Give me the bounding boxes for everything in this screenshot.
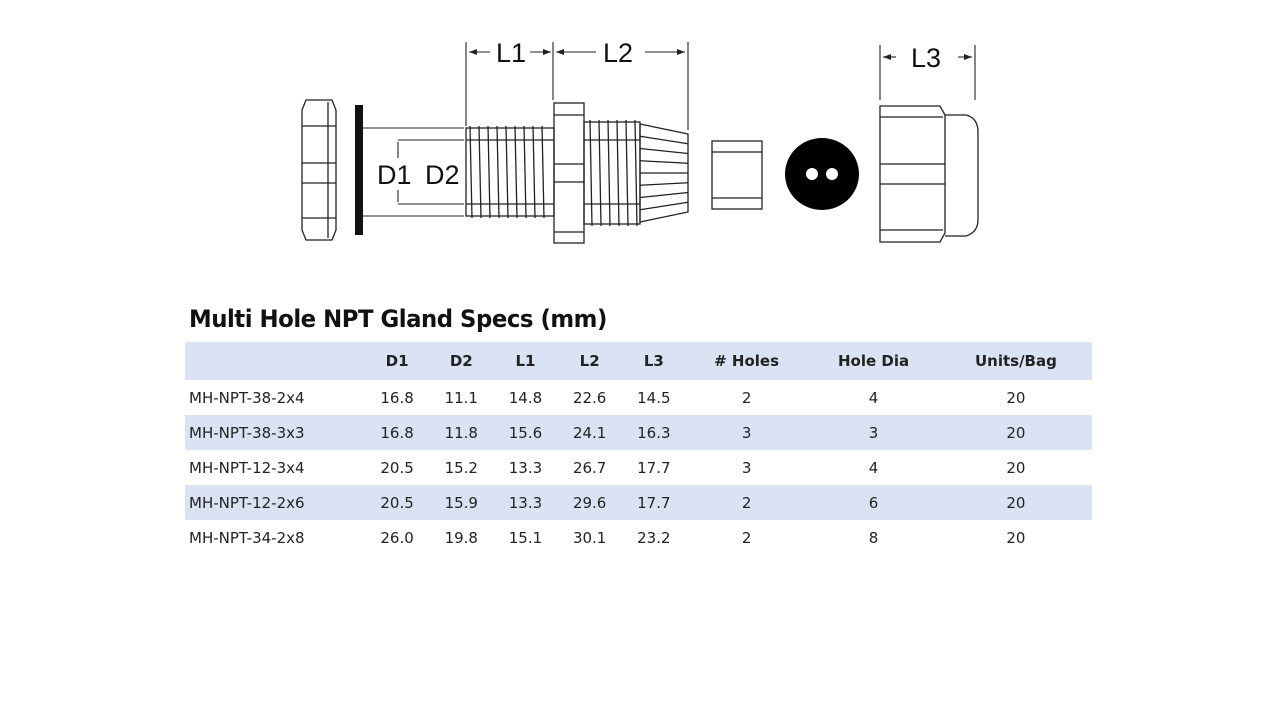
cap-nut <box>879 105 979 243</box>
thread-line <box>478 125 482 219</box>
cone-seal-line <box>639 191 689 199</box>
table-cell: 19.8 <box>444 528 478 547</box>
column-header: Units/Bag <box>939 342 1092 380</box>
table-cell: 20 <box>1006 388 1026 407</box>
table-cell: 16.8 <box>365 415 430 450</box>
table-cell: 11.1 <box>444 388 478 407</box>
thread-line <box>634 119 638 227</box>
thread-line <box>505 125 509 219</box>
table-cell: 20 <box>1006 458 1026 477</box>
table-cell: 29.6 <box>557 485 622 520</box>
column-header <box>185 342 365 380</box>
thread-line <box>598 119 602 227</box>
table-cell: 26.7 <box>572 458 607 477</box>
table-cell: 15.9 <box>429 485 494 520</box>
column-header: L1 <box>493 342 558 380</box>
table-row: MH-NPT-34-2x8 26.0 19.8 15.1 30.1 23.2 2 8 20 <box>185 520 1092 555</box>
thread-line <box>523 125 527 219</box>
table-row: MH-NPT-38-2x4 16.8 11.1 14.8 22.6 14.5 2 4 20 <box>185 380 1092 415</box>
thread-line <box>469 125 473 219</box>
table-cell: 24.1 <box>557 415 622 450</box>
washer <box>355 105 363 235</box>
table-cell: 13.3 <box>493 485 558 520</box>
table-cell: 14.5 <box>637 388 671 407</box>
table-cell: 4 <box>868 388 879 407</box>
table-cell: 3 <box>741 458 752 477</box>
column-header: L2 <box>557 342 622 380</box>
table-cell: 17.7 <box>637 458 671 477</box>
table-cell: 11.8 <box>429 415 494 450</box>
multi-hole-seal <box>785 138 859 210</box>
part-number-cell: MH-NPT-12-3x4 <box>189 458 305 477</box>
thread-line <box>607 119 611 227</box>
thread-line <box>616 119 620 227</box>
part-number-cell: MH-NPT-38-3x3 <box>185 415 365 450</box>
part-number-cell: MH-NPT-12-2x6 <box>185 485 365 520</box>
seal-insert <box>711 140 763 210</box>
table-cell: 20 <box>939 485 1092 520</box>
table-row: MH-NPT-12-3x4 20.5 15.2 13.3 26.7 17.7 3 4 20 <box>185 450 1092 485</box>
column-header: D1 <box>365 342 430 380</box>
table-cell: 23.2 <box>637 528 671 547</box>
label-d2: D2 <box>425 160 460 190</box>
table-cell: 3 <box>685 415 808 450</box>
cable-gland-exploded-diagram: L1 L2 L3 D1 D2 <box>301 38 979 244</box>
table-cell: 8 <box>868 528 879 547</box>
thread-line <box>532 125 536 219</box>
table-cell: 2 <box>685 485 808 520</box>
column-header: Hole Dia <box>807 342 940 380</box>
table-cell: 20.5 <box>365 485 430 520</box>
column-header: # Holes <box>685 342 808 380</box>
table-cell: 30.1 <box>572 528 607 547</box>
thread-line <box>496 125 500 219</box>
table-cell: 4 <box>868 458 879 477</box>
table-cell: 3 <box>807 415 940 450</box>
label-l1: L1 <box>496 38 526 68</box>
thread-line <box>541 125 545 219</box>
cone-seal-line <box>639 201 689 211</box>
table-cell: 22.6 <box>572 388 607 407</box>
table-cell: 16.8 <box>380 388 414 407</box>
table-cell: 20 <box>1006 528 1026 547</box>
gland-body <box>465 102 689 244</box>
thread-line <box>514 125 518 219</box>
label-d1: D1 <box>377 160 412 190</box>
cone-seal-line <box>639 135 689 145</box>
table-cell: 15.2 <box>444 458 478 477</box>
thread-line <box>589 119 593 227</box>
thread-line <box>625 119 629 227</box>
lock-nut <box>301 99 337 241</box>
table-cell: 17.7 <box>621 485 686 520</box>
arrowheads <box>469 49 972 60</box>
table-cell: 20.5 <box>380 458 414 477</box>
part-number-cell: MH-NPT-34-2x8 <box>189 528 305 547</box>
cone-seal-line <box>639 160 689 164</box>
table-title: Multi Hole NPT Gland Specs (mm) <box>189 305 607 333</box>
cone-seal-line <box>639 182 689 186</box>
thread-line <box>487 125 491 219</box>
table-cell: 26.0 <box>380 528 414 547</box>
label-l3: L3 <box>911 43 941 73</box>
table-cell: 14.8 <box>508 388 543 407</box>
column-header: L3 <box>621 342 686 380</box>
table-cell: 6 <box>807 485 940 520</box>
table-cell: 2 <box>741 528 752 547</box>
table-cell: 2 <box>741 388 752 407</box>
cone-seal-line <box>639 147 689 155</box>
table-cell: 15.6 <box>493 415 558 450</box>
table-cell: 16.3 <box>621 415 686 450</box>
label-l2: L2 <box>603 38 633 68</box>
table-cell: 15.1 <box>508 528 543 547</box>
table-cell: 13.3 <box>508 458 543 477</box>
column-header: D2 <box>429 342 494 380</box>
part-number-cell: MH-NPT-38-2x4 <box>189 388 305 407</box>
table-cell: 20 <box>939 415 1092 450</box>
